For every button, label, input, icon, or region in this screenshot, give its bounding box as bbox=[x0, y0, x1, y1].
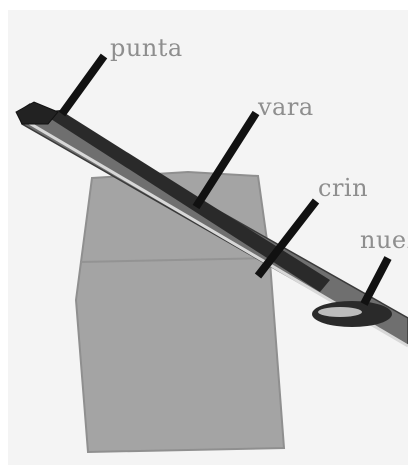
pointer-nuez bbox=[364, 258, 388, 304]
bow-frog-highlight bbox=[318, 307, 362, 317]
label-nuez: nuez bbox=[360, 228, 408, 252]
label-punta: punta bbox=[110, 36, 183, 60]
label-crin: crin bbox=[318, 176, 368, 200]
label-vara: vara bbox=[258, 95, 314, 119]
pointer-punta bbox=[62, 56, 104, 114]
